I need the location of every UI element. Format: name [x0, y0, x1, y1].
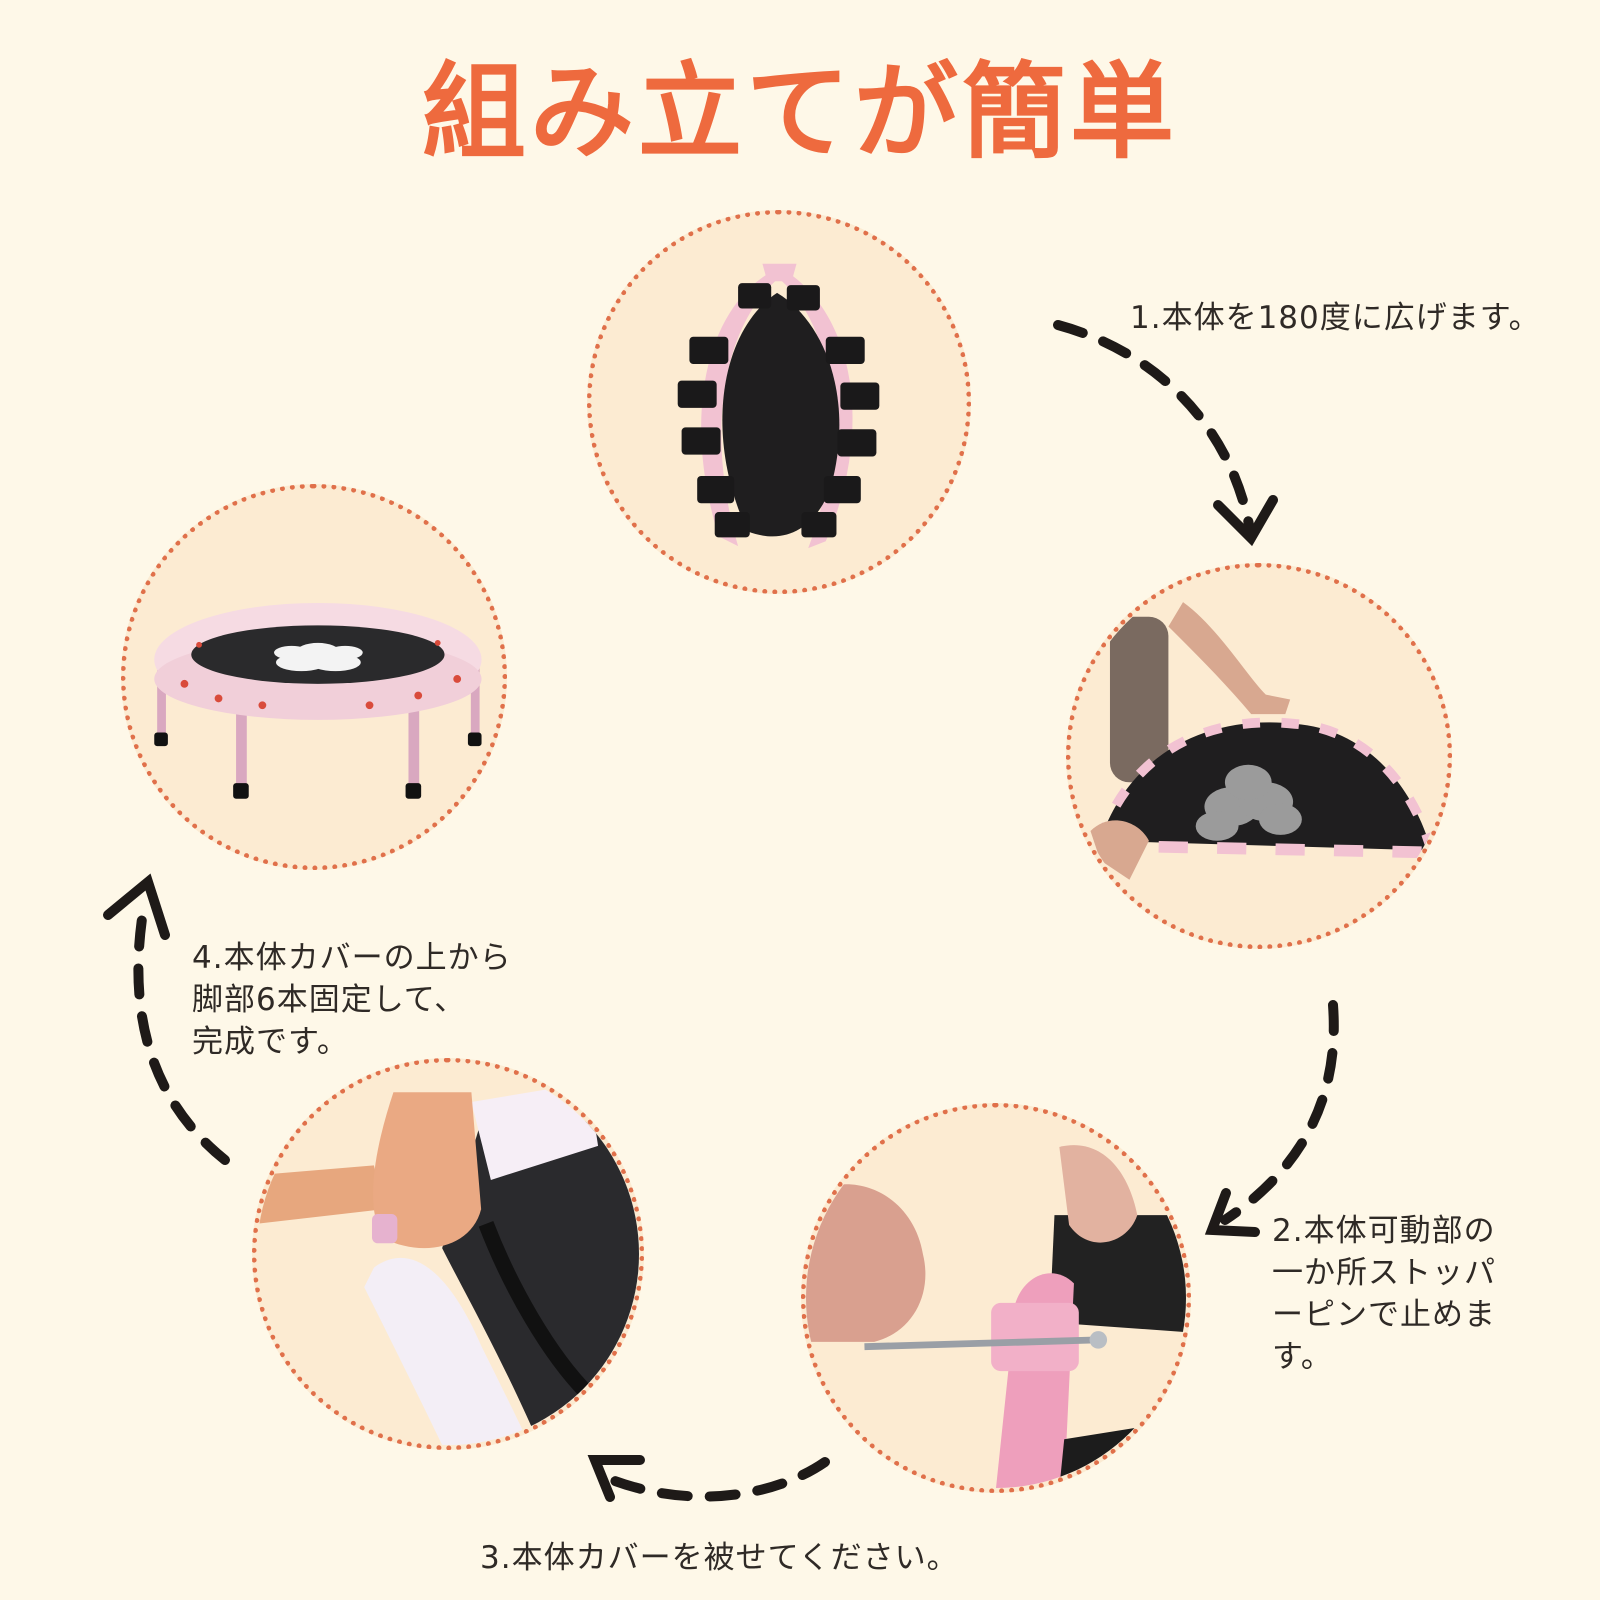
arrow-step3-to-step4-icon	[595, 1457, 830, 1502]
folded-trampoline-illustration	[677, 263, 880, 549]
stopper-pin-photo	[801, 1103, 1191, 1493]
arrowhead-step1-icon	[1213, 495, 1278, 547]
arrowhead-step2-icon	[1204, 1188, 1260, 1237]
cover-fitting-illustration	[257, 1082, 639, 1445]
step-3-text: 3.本体カバーを被せてください。	[480, 1540, 959, 1576]
step-2-text: 2.本体可動部の 一か所ストッパ ーピンで止めま す。	[1272, 1213, 1496, 1375]
arrowhead-step4-icon	[103, 873, 170, 940]
completed-trampoline-photo	[121, 484, 507, 870]
step-4-text: 4.本体カバーの上から 脚部6本固定して、 完成です。	[192, 940, 512, 1060]
unfolding-trampoline-photo	[1066, 563, 1452, 949]
folded-trampoline-photo	[587, 210, 971, 594]
arrowhead-step3-icon	[587, 1455, 645, 1502]
cover-fitting-photo	[252, 1058, 644, 1450]
arrow-step1-to-step2-icon	[1053, 320, 1255, 535]
arrow-step2-to-step3-icon	[1220, 1000, 1339, 1225]
stopper-pin-illustration	[806, 1145, 1186, 1488]
page-title: 組み立てが簡単	[421, 51, 1178, 173]
completed-trampoline-illustration	[154, 602, 482, 799]
unfolding-trampoline-illustration	[1090, 602, 1437, 880]
step-1-text: 1.本体を180度に広げます。	[1130, 300, 1541, 336]
